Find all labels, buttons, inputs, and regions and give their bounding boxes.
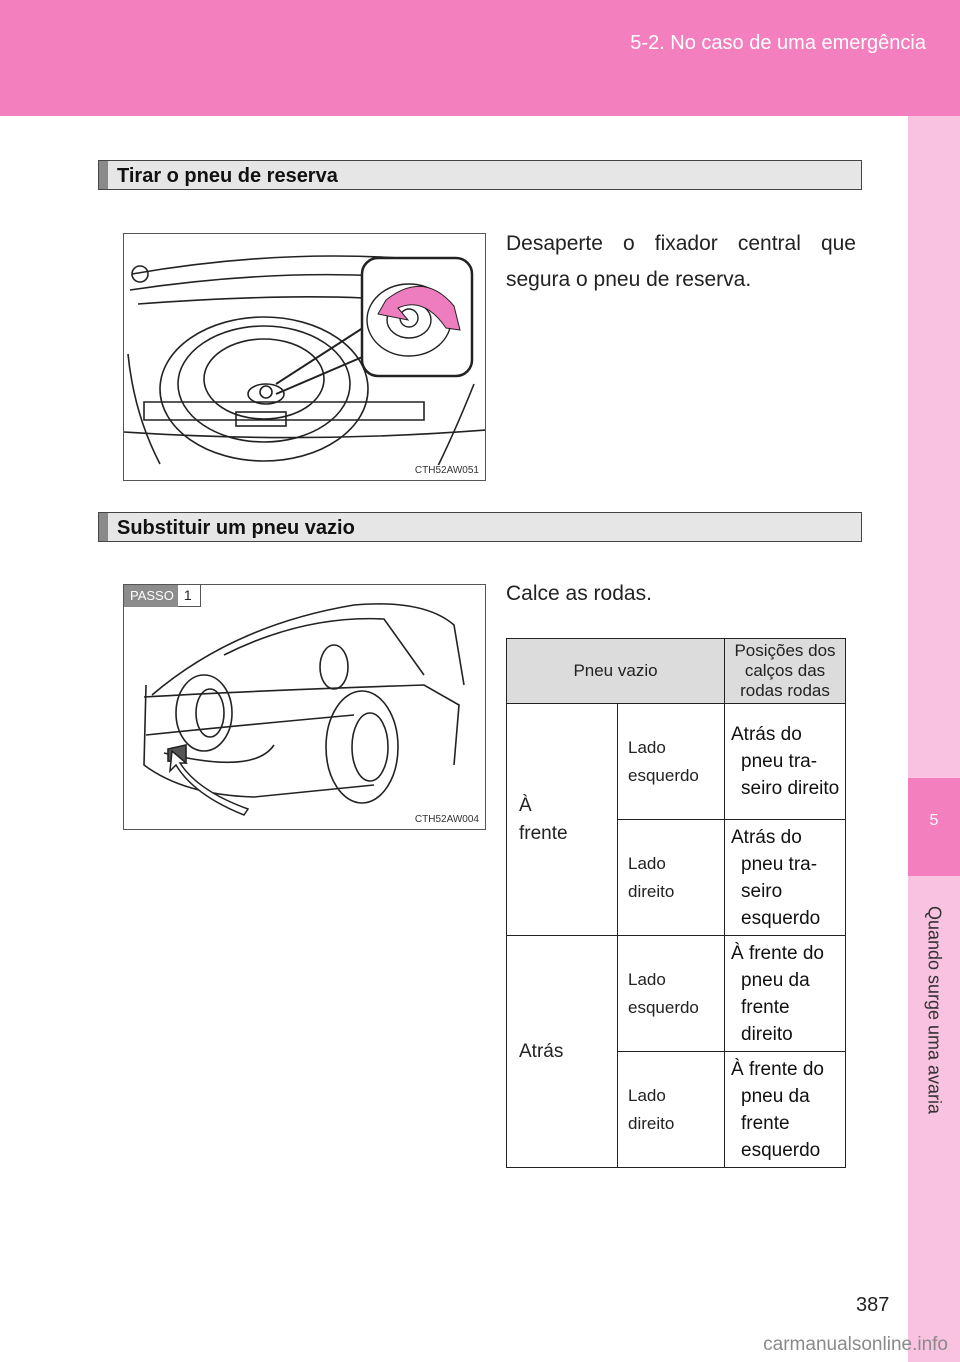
table-header-row: Pneu vazio Posições dos calços das rodas… <box>506 638 846 704</box>
spare-tire-illustration: CTH52AW051 <box>123 233 486 481</box>
table-row: Lado direito Atrás do pneu tra- seiro es… <box>507 819 846 936</box>
position-rear: Atrás <box>506 935 618 1168</box>
wheel-chock-table: Pneu vazio Posições dos calços das rodas… <box>506 638 846 1168</box>
chock-position: Atrás do pneu tra- seiro esquerdo <box>724 819 846 936</box>
side-right: Lado direito <box>617 1051 725 1168</box>
section-bar-spare-tire: Tirar o pneu de reserva <box>98 160 862 190</box>
side-left: Lado esquerdo <box>617 935 725 1052</box>
figure-code: CTH52AW051 <box>412 465 481 476</box>
table-header-chock-position: Posições dos calços das rodas rodas <box>724 638 846 704</box>
side-left: Lado esquerdo <box>617 703 725 820</box>
chapter-header: 5-2. No caso de uma emergência <box>630 32 926 54</box>
trunk-spare-tire-icon <box>124 255 485 475</box>
side-tab-number-box[interactable] <box>908 778 960 876</box>
chock-position: Atrás do pneu tra- seiro direito <box>724 703 846 820</box>
position-front: À frente <box>506 703 618 936</box>
section-title: Substituir um pneu vazio <box>117 517 355 539</box>
step-label: PASSO <box>124 585 178 607</box>
table-row: Lado direito À frente do pneu da frente … <box>507 1051 846 1168</box>
step-number: 1 <box>177 585 201 607</box>
table-row: À frente Lado esquerdo Atrás do pneu tra… <box>506 703 846 936</box>
side-tab-number: 5 <box>929 812 939 829</box>
figure-code: CTH52AW004 <box>412 814 481 825</box>
chock-position: À frente do pneu da frente direito <box>724 935 846 1052</box>
page-number: 387 <box>856 1294 890 1316</box>
table-row: Atrás Lado esquerdo À frente do pneu da … <box>506 935 846 1168</box>
side-tab-strip <box>908 116 960 1362</box>
header-band <box>0 0 960 116</box>
watermark: carmanualsonline.info <box>763 1334 948 1355</box>
instruction-text: Desaperte o fixador central que segura o… <box>506 232 856 291</box>
step-instruction-text: Calce as rodas. <box>506 582 652 605</box>
side-tab-label: Quando surge uma avaria <box>924 905 945 1115</box>
wheel-chock-illustration: PASSO 1 CTH52AW004 <box>123 584 486 830</box>
section-title: Tirar o pneu de reserva <box>117 165 338 187</box>
car-wheel-chock-icon <box>143 603 465 816</box>
side-right: Lado direito <box>617 819 725 936</box>
step-indicator: PASSO 1 <box>124 585 201 607</box>
chock-position: À frente do pneu da frente esquerdo <box>724 1051 846 1168</box>
table-header-flat-tire: Pneu vazio <box>506 638 725 704</box>
section-bar-replace-tire: Substituir um pneu vazio <box>98 512 862 542</box>
